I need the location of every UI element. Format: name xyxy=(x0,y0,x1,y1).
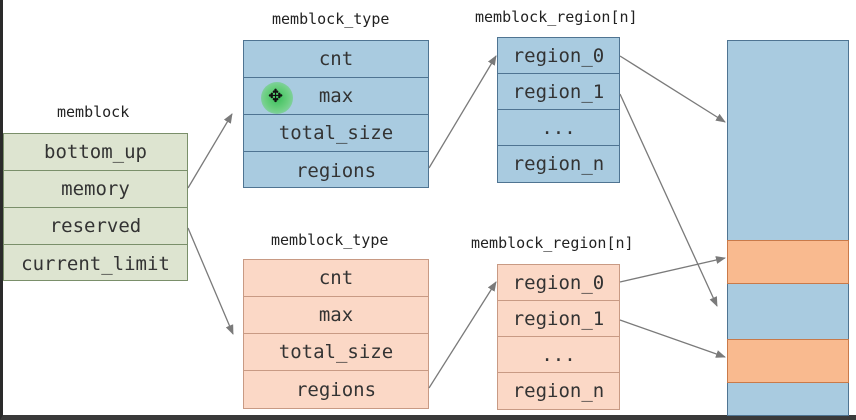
arrow-memory-region1-to-mem xyxy=(619,93,718,307)
memblock-field-memory: memory xyxy=(4,171,187,208)
memory-region-n: region_n xyxy=(512,153,605,175)
reserved-region-1: region_1 xyxy=(498,301,619,337)
reserved-region-ellipsis: ... xyxy=(498,337,619,373)
reserved-type-field-max: max xyxy=(244,297,428,334)
reserved-regions-array: region_0 region_1 ... region_n xyxy=(497,264,620,410)
memory-regions-title: memblock_region[n] xyxy=(475,8,638,26)
memory-regions-array: region_0 region_1 ... region_n xyxy=(497,37,620,183)
reserved-type-struct: cnt max total_size regions xyxy=(243,259,429,409)
arrow-reserved-region0-to-mem xyxy=(619,256,726,283)
memory-type-title: memblock_type xyxy=(272,10,390,28)
memblock-field-current-limit: current_limit xyxy=(21,252,170,275)
memblock-field-bottom-up: bottom_up xyxy=(4,134,187,171)
memblock-title: memblock xyxy=(57,103,130,121)
reserved-type-field-total-size: total_size xyxy=(244,334,428,371)
memblock-field-reserved: reserved xyxy=(4,208,187,245)
arrow-reserved-to-type xyxy=(187,227,234,335)
memory-type-field-max: max xyxy=(244,78,428,115)
memory-region-0: region_0 xyxy=(498,38,619,74)
arrow-memory-regions-ptr xyxy=(428,55,497,169)
reserved-memory-block-2 xyxy=(727,339,849,383)
memory-region-ellipsis: ... xyxy=(498,110,619,146)
memory-type-field-regions: regions xyxy=(295,159,377,182)
move-cursor-icon: ✥ xyxy=(268,86,284,107)
arrow-memory-to-type xyxy=(187,113,233,189)
physical-memory-column xyxy=(727,40,849,416)
memory-type-struct: cnt max total_size regions xyxy=(243,40,429,188)
memory-type-field-total-size: total_size xyxy=(244,115,428,152)
memory-region-1: region_1 xyxy=(498,74,619,110)
reserved-region-n: region_n xyxy=(512,380,605,402)
reserved-region-0: region_0 xyxy=(498,265,619,301)
arrow-reserved-regions-ptr xyxy=(428,281,497,389)
memory-type-field-cnt: cnt xyxy=(244,41,428,78)
reserved-type-field-cnt: cnt xyxy=(244,260,428,297)
reserved-regions-title: memblock_region[n] xyxy=(471,234,634,252)
memblock-struct: bottom_up memory reserved current_limit xyxy=(3,133,188,281)
reserved-memory-block-1 xyxy=(727,240,849,284)
arrow-memory-region0-to-mem xyxy=(619,55,726,123)
reserved-type-title: memblock_type xyxy=(271,231,389,249)
cursor-highlight xyxy=(261,82,293,114)
arrow-reserved-region1-to-mem xyxy=(619,319,726,358)
reserved-type-field-regions: regions xyxy=(295,378,377,401)
